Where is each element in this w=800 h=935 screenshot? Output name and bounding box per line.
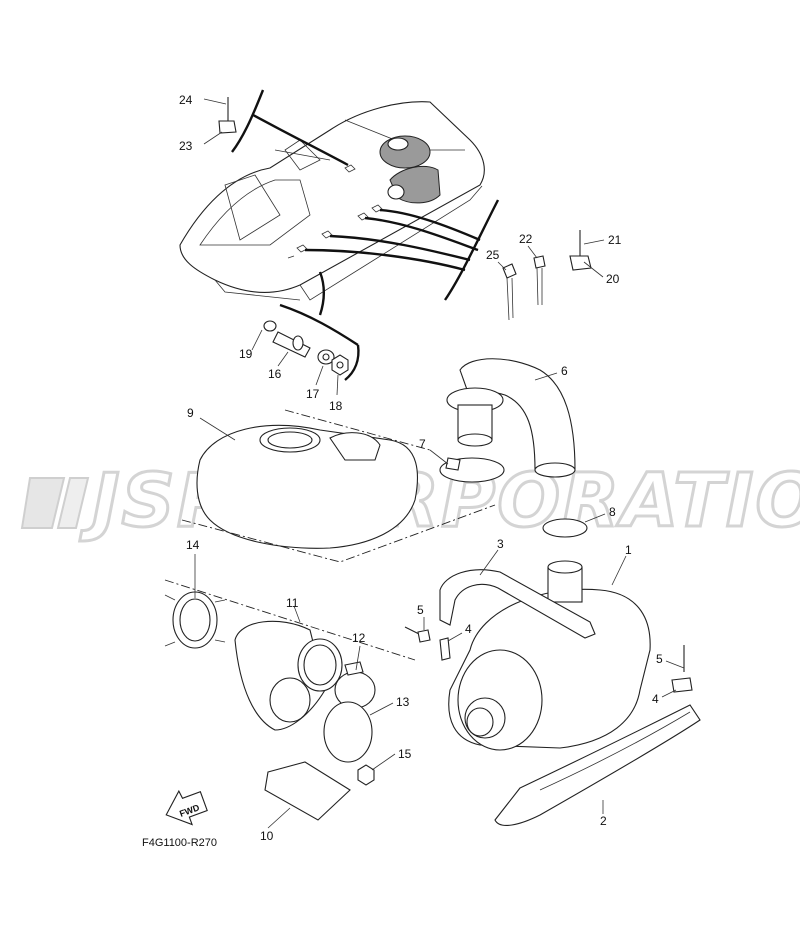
- callout-5-right: 5: [656, 652, 663, 666]
- figure-code: F4G1100-R270: [142, 837, 217, 849]
- callout-14: 14: [186, 538, 200, 552]
- callout-10: 10: [260, 829, 274, 843]
- callout-12: 12: [352, 631, 366, 645]
- callout-22: 22: [519, 232, 533, 246]
- callout-15: 15: [398, 747, 412, 761]
- clamp-8: [542, 518, 588, 538]
- clamp-12: [334, 661, 376, 709]
- fastener-20-21: [569, 230, 592, 271]
- plate-13: [323, 701, 373, 763]
- callout-17: 17: [306, 387, 320, 401]
- clamp-7: [439, 457, 505, 483]
- leader-lines: [194, 98, 685, 829]
- cover-2: [494, 704, 701, 826]
- ring-14: [164, 591, 226, 649]
- fwd-arrow-icon: FWD: [165, 789, 208, 826]
- muffler-1: [448, 560, 651, 751]
- tie-strap-25: [502, 263, 517, 321]
- callout-7: 7: [419, 437, 426, 451]
- nut-18: [331, 354, 349, 376]
- nut-15: [357, 764, 375, 786]
- callout-6: 6: [561, 364, 568, 378]
- exhaust-pipe-6: [446, 358, 576, 478]
- fastener-23-24: [218, 97, 237, 134]
- callout-4-left: 4: [465, 622, 472, 636]
- callout-2: 2: [600, 814, 607, 828]
- washer-17: [317, 349, 335, 365]
- bracket-4-5-right: [671, 645, 693, 693]
- tie-strap-22: [533, 255, 546, 306]
- water-lock-9: [181, 409, 496, 563]
- rubber-joint-11: [234, 620, 343, 731]
- callout-1: 1: [625, 543, 632, 557]
- watermark-text: JSP CORPORATION: [79, 458, 800, 544]
- callout-16: 16: [268, 367, 282, 381]
- callout-8: 8: [609, 505, 616, 519]
- strap-3: [439, 569, 596, 639]
- callout-3: 3: [497, 537, 504, 551]
- sheet-10: [264, 761, 351, 821]
- callout-25: 25: [486, 248, 500, 262]
- watercraft-overview: [179, 101, 485, 301]
- callout-24: 24: [179, 93, 193, 107]
- callout-11: 11: [286, 596, 299, 610]
- callout-23: 23: [179, 139, 193, 153]
- callout-5-left: 5: [417, 603, 424, 617]
- callout-4-right: 4: [652, 692, 659, 706]
- callout-labels: 24 23 21 20 22 25 19 16 17 18 6 7 8 9 3 …: [142, 93, 663, 849]
- callout-18: 18: [329, 399, 343, 413]
- assembly-line-14-12: [164, 579, 416, 661]
- overview-pointer-lines: [231, 89, 500, 381]
- callout-20: 20: [606, 272, 620, 286]
- callout-19: 19: [239, 347, 253, 361]
- hose-joint-16: [263, 320, 311, 358]
- bracket-4-5-left: [404, 626, 451, 661]
- callout-21: 21: [608, 233, 622, 247]
- callout-13: 13: [396, 695, 410, 709]
- callout-9: 9: [187, 406, 194, 420]
